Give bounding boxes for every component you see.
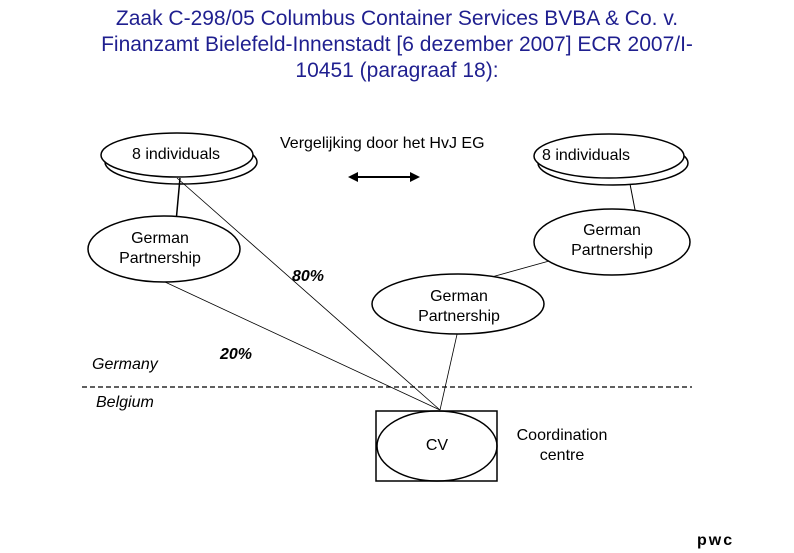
right-partnership-label: German Partnership (552, 221, 672, 261)
center-partnership-ellipse (371, 273, 545, 335)
right-partnership-line-2: Partnership (571, 242, 653, 259)
coordination-centre-label: Coordination centre (502, 426, 622, 466)
comparison-label: Vergelijking door het HvJ EG (280, 135, 485, 152)
right-individuals-ellipse-front (533, 133, 685, 179)
share-80-label: 80% (292, 268, 325, 285)
country-germany-label: Germany (92, 356, 158, 373)
cv-label: CV (425, 437, 449, 454)
left-partnership-line-2: Partnership (119, 250, 201, 267)
title-line-3: 10451 (paragraaf 18): (295, 59, 499, 82)
title-line-1: Zaak C-298/05 Columbus Container Service… (115, 7, 679, 30)
right-individuals-label: 8 individuals (541, 147, 631, 164)
right-partnership-line-1: German (583, 222, 641, 239)
title-line-2: Finanzamt Bielefeld-Innenstadt [6 dezemb… (101, 33, 693, 56)
left-individuals-to-partnership-line (175, 177, 181, 223)
left-partnership-label: German Partnership (100, 229, 220, 269)
coordination-line-2: centre (539, 447, 585, 464)
cv-ellipse (376, 410, 498, 482)
center-partnership-label: German Partnership (399, 287, 519, 327)
left-individuals-label: 8 individuals (131, 146, 221, 163)
center-partnership-line-2: Partnership (418, 308, 500, 325)
comparison-arrowhead-right (410, 172, 420, 182)
right-partnership-ellipse (533, 208, 691, 276)
left-partnership-to-cv-line (164, 281, 441, 411)
center-partnership-line-1: German (430, 288, 488, 305)
left-partnership-ellipse (87, 215, 241, 283)
left-individuals-to-cv-line (176, 177, 441, 411)
share-20-label: 20% (220, 346, 253, 363)
left-partnership-line-1: German (131, 230, 189, 247)
country-belgium-label: Belgium (96, 394, 154, 411)
slide-title: Zaak C-298/05 Columbus Container Service… (0, 6, 794, 84)
coordination-line-1: Coordination (516, 427, 608, 444)
center-partnership-to-cv-line (439, 329, 459, 411)
comparison-arrowhead-left (348, 172, 358, 182)
left-individuals-ellipse-front (100, 132, 254, 178)
pwc-logo: pwc (697, 532, 735, 549)
